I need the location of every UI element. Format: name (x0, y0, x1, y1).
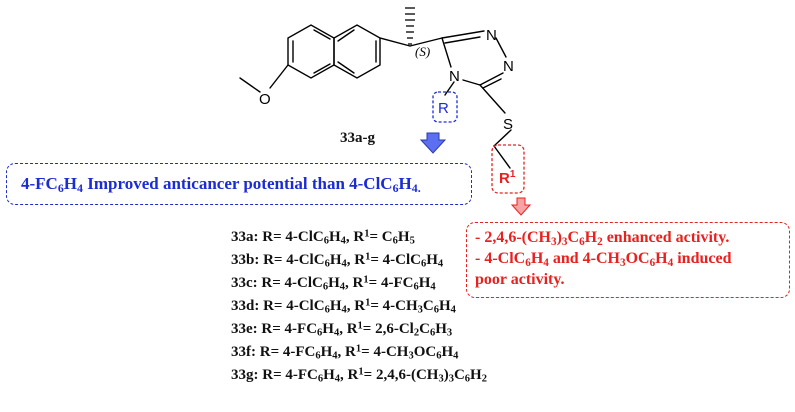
methylene-bond (493, 129, 512, 147)
atom-s: S (503, 116, 513, 133)
sar-note-blue: 4-FC6H4 Improved anticancer potential th… (6, 163, 472, 205)
compound-row: 33d: R= 4-ClC6H4, R1= 4-CH3C6H4 (231, 297, 456, 316)
thioether-bond (479, 84, 506, 114)
r1-group-box (491, 144, 525, 194)
atom-o: O (259, 91, 271, 108)
compound-row: 33f: R= 4-FC6H4, R1= 4-CH3OC6H4 (231, 343, 459, 362)
naphthalene-ring-left (287, 24, 335, 79)
compound-row: 33g: R= 4-FC6H4, R1= 2,4,6-(CH3)3C6H2 (231, 366, 487, 385)
compound-row: 33e: R= 4-FC6H4, R1= 2,6-Cl2C6H3 (231, 320, 453, 339)
r-group-box (432, 91, 458, 123)
compound-row: 33c: R= 4-ClC6H4, R1= 4-FC6H4 (231, 274, 436, 293)
hashed-wedge (405, 7, 415, 45)
n-substituent-bond (444, 81, 455, 96)
compound-row: 33a: R= 4-ClC6H4, R1= C6H5 (231, 228, 415, 247)
benzyl-bond (493, 145, 511, 169)
triazole-link-bond (409, 37, 443, 47)
r-group-label: R (438, 100, 449, 117)
sar-note-red: - 2,4,6-(CH3)3C6H2 enhanced activity. - … (466, 222, 790, 298)
atom-n4: N (449, 68, 460, 85)
blue-down-arrow (419, 132, 447, 154)
compound-series-label: 33a-g (340, 130, 375, 146)
red-note-line-1: - 2,4,6-(CH3)3C6H2 enhanced activity. (475, 229, 730, 248)
stereo-label: (S) (415, 44, 430, 59)
red-note-line-3: poor activity. (475, 271, 565, 288)
chiral-bond (379, 37, 411, 47)
compound-list: 33a: R= 4-ClC6H4, R1= C6H5 33b: R= 4-ClC… (231, 226, 487, 387)
red-down-arrow (510, 197, 532, 216)
atom-n2: N (503, 58, 514, 75)
red-note-line-2: - 4-ClC6H4 and 4-CH3OC6H4 induced (475, 250, 732, 269)
atom-n1: N (486, 27, 497, 44)
naphthalene-ring-right (333, 24, 381, 79)
methyl-bond (239, 77, 261, 93)
r1-group-label: R1 (499, 169, 516, 187)
compound-row: 33b: R= 4-ClC6H4, R1= 4-ClC6H4 (231, 251, 444, 270)
methoxy-bond (269, 64, 289, 89)
